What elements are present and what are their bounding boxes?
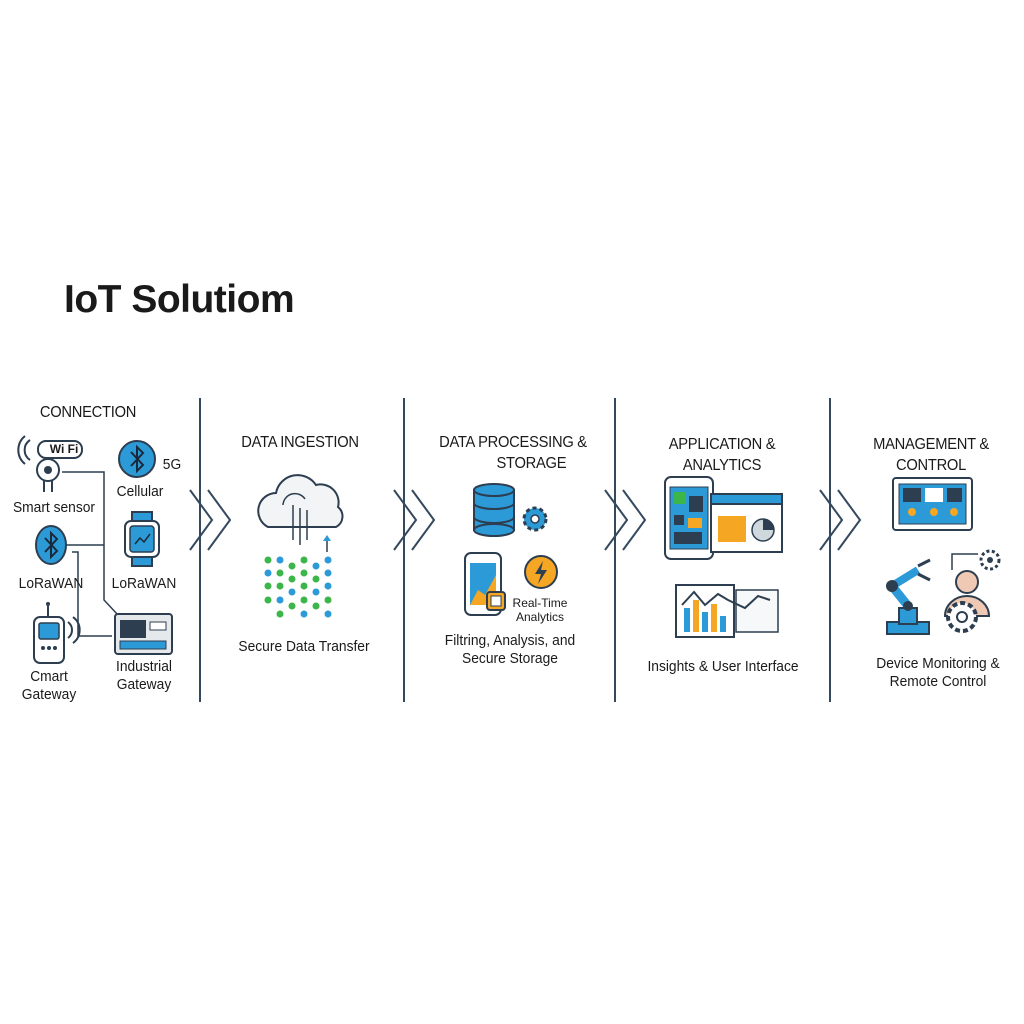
cloud-icon [257,474,344,528]
data-dots [264,556,332,618]
chevron-icon [411,489,436,551]
caption-line: Filtring, Analysis, and [444,632,576,649]
insights-caption: Insights & User Interface [647,658,799,675]
processing-caption: Filtring, Analysis, and Secure Storage [431,632,589,668]
smart-sensor-label: Smart sensor [12,499,96,516]
database-icon [473,483,515,537]
column-header-application: APPLICATION & ANALYTICS [668,436,776,474]
secure-data-transfer-caption: Secure Data Transfer [238,638,370,655]
chevron-icon [837,489,862,551]
column-header-connection: CONNECTION [39,404,137,421]
industrial-gateway-label: Industrial Gateway [105,658,182,694]
header-line: DATA PROCESSING & [439,434,587,451]
chevron-icon [622,489,647,551]
gateway-device-icon [33,602,81,664]
lorawan-label-right: LoRaWAN [111,575,177,592]
flow-chevrons [189,489,862,551]
lorawan-label-left: LoRaWAN [18,575,84,592]
column-header-data-ingestion: DATA INGESTION [241,434,359,451]
bluetooth-icon [35,525,67,565]
smart-gateway-label: Cmart Gateway [8,668,91,704]
browser-window-icon [710,493,783,553]
smartwatch-icon [124,511,160,567]
5g-label: 5G [162,456,182,473]
data-stream [292,505,331,552]
column-header-management: MANAGEMENT & CONTROL [873,436,989,474]
wifi-badge-label: Wi Fi [49,442,79,456]
chevron-icon [189,489,214,551]
gear-icon [946,601,978,633]
caption-line: Remote Control [889,673,987,690]
gear-icon [522,506,548,532]
gear-icon [979,549,1001,571]
label-line: Cmart [30,668,68,685]
page-title: IoT Solutiom [64,278,295,321]
label-line: Industrial [115,658,173,675]
wifi-sensor-icon [17,435,83,492]
label-line: Gateway [21,686,77,703]
header-line: STORAGE [496,455,567,472]
analytics-chip-icon [486,591,506,611]
tablet-icon [664,476,714,560]
realtime-analytics-label: Real-Time Analytics [508,596,572,624]
chevron-icon [604,489,629,551]
label-line: Gateway [116,676,172,693]
chevron-icon [819,489,844,551]
caption-line: Secure Storage [462,650,558,667]
lightning-icon [524,555,558,589]
bar-chart-icon [675,584,779,638]
control-panel-icon [892,477,973,531]
column-dividers [199,398,831,702]
bluetooth-icon [118,440,156,478]
robot-arm-icon [886,558,931,635]
label-line: Real-Time [512,596,568,610]
device-monitoring-caption: Device Monitoring & Remote Control [857,655,1019,691]
label-line: Analytics [515,610,565,624]
cellular-label: Cellular [116,483,164,500]
industrial-gateway-icon [114,613,173,655]
chevron-icon [393,489,418,551]
chevron-icon [207,489,232,551]
column-header-data-processing: DATA PROCESSING & STORAGE [427,432,598,474]
connection-lines [62,471,119,637]
caption-line: Device Monitoring & [876,655,1000,672]
